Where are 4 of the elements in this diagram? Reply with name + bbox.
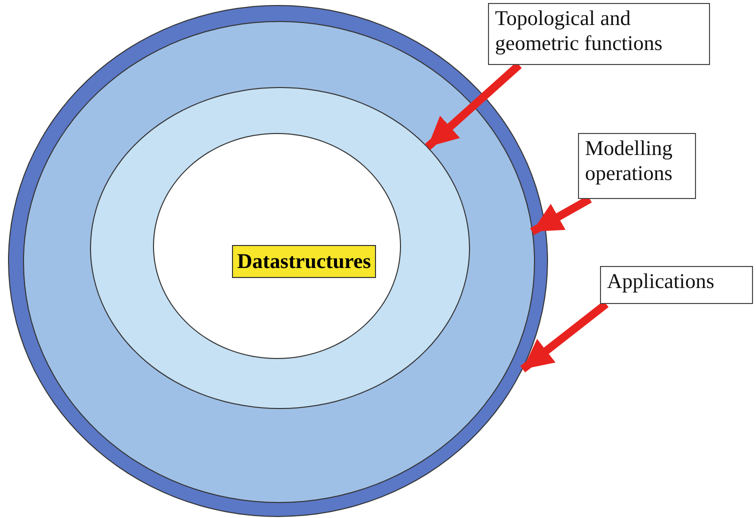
core-label: Datastructures xyxy=(232,245,376,278)
callout-box: Applications xyxy=(600,266,753,304)
callout-box: Topological and geometric functions xyxy=(488,3,710,65)
callout-box: Modelling operations xyxy=(578,133,696,199)
